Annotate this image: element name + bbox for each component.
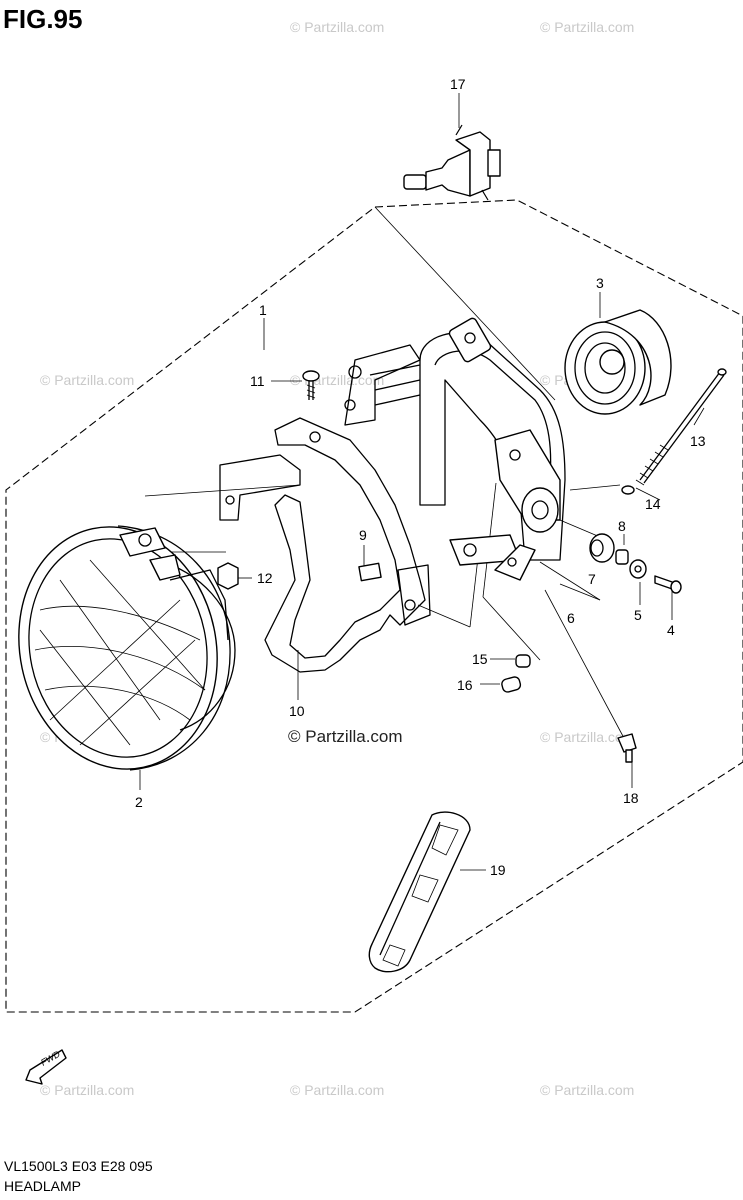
watermark: © Partzilla.com — [540, 729, 634, 745]
watermark: © Partzilla.com — [290, 19, 384, 35]
assembly-boundary — [5, 199, 743, 1013]
part-label-13: 13 — [690, 433, 706, 449]
part-label-3: 3 — [596, 275, 604, 291]
bolt-part-18[interactable] — [617, 733, 637, 763]
collar-part-15[interactable] — [515, 654, 531, 668]
bulb-cover-part-3[interactable] — [564, 309, 672, 415]
pin-part-16[interactable] — [501, 676, 522, 693]
bolt-part-4[interactable] — [654, 575, 682, 594]
part-label-10: 10 — [289, 703, 305, 719]
watermark: © Partzilla.com — [540, 19, 634, 35]
part-labels: 1 2 3 4 5 6 7 8 9 10 11 12 13 14 15 16 1… — [135, 76, 706, 878]
headlamp-unit-part-2[interactable] — [0, 508, 239, 787]
part-label-9: 9 — [359, 527, 367, 543]
watermark-main: © Partzilla.com — [288, 727, 403, 746]
reflector-part-19[interactable] — [368, 811, 471, 973]
watermark: © Partzilla.com — [40, 1082, 134, 1098]
screw-part-11[interactable] — [302, 370, 320, 400]
mounting-bracket-part-10[interactable] — [219, 417, 431, 673]
part-label-8: 8 — [618, 518, 626, 534]
leader-lines — [139, 93, 705, 871]
part-label-4: 4 — [667, 622, 675, 638]
part-label-7: 7 — [588, 571, 596, 587]
fwd-direction-badge: FWD — [25, 1049, 67, 1085]
part-label-16: 16 — [457, 677, 473, 693]
part-label-15: 15 — [472, 651, 488, 667]
part-label-12: 12 — [257, 570, 273, 586]
part-label-18: 18 — [623, 790, 639, 806]
part-label-6: 6 — [567, 610, 575, 626]
part-label-5: 5 — [634, 607, 642, 623]
adjuster-screw-part-13[interactable] — [639, 368, 727, 484]
part-label-1: 1 — [259, 302, 267, 318]
collar-part-8[interactable] — [615, 549, 629, 565]
part-label-11: 11 — [250, 373, 265, 389]
headlamp-bracket-frame[interactable] — [344, 317, 566, 566]
part-label-2: 2 — [135, 794, 143, 810]
assembly-name: HEADLAMP — [4, 1178, 82, 1194]
part-label-17: 17 — [450, 76, 466, 92]
watermark: © Partzilla.com — [540, 1082, 634, 1098]
washer-part-5[interactable] — [629, 559, 647, 579]
cushion-part-7[interactable] — [589, 533, 615, 563]
figure-title: FIG.95 — [3, 4, 83, 34]
model-code: VL1500L3 E03 E28 095 — [4, 1158, 153, 1174]
part-label-14: 14 — [645, 496, 661, 512]
watermark: © Partzilla.com — [290, 1082, 384, 1098]
bracket-plate-part-6[interactable] — [494, 544, 536, 581]
nut-part-12[interactable] — [217, 562, 239, 590]
bulb-part-17[interactable] — [403, 124, 501, 201]
part-label-19: 19 — [490, 862, 506, 878]
watermark: © Partzilla.com — [40, 372, 134, 388]
spring-part-14[interactable] — [621, 444, 669, 495]
